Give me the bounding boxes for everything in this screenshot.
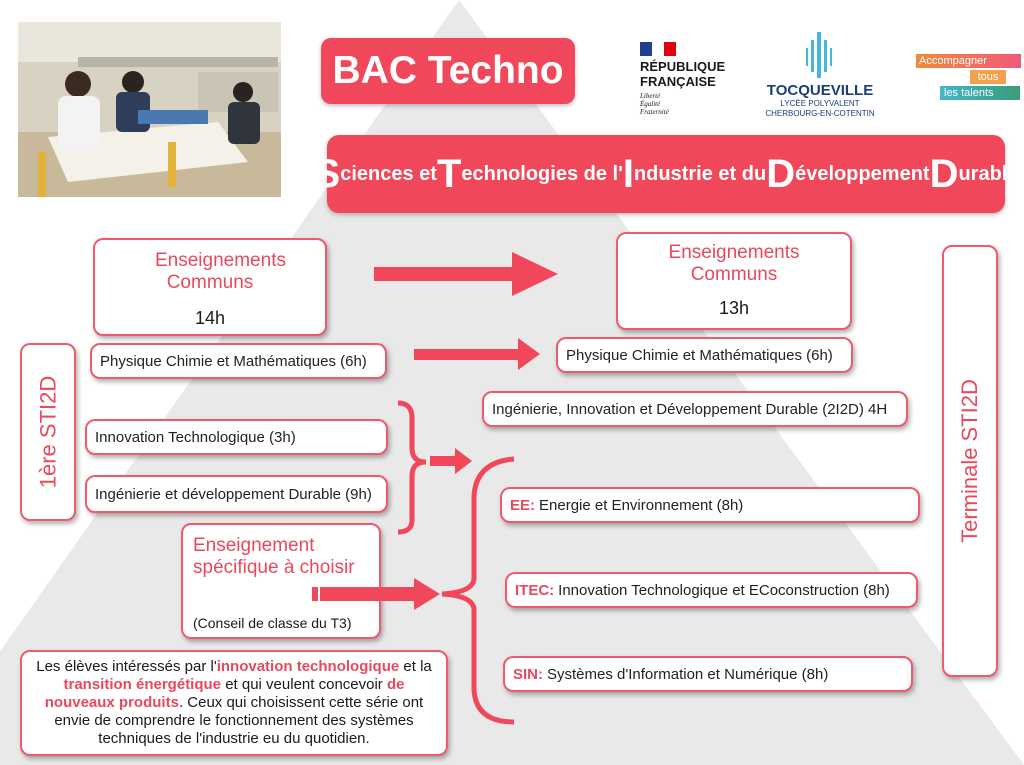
option-itec: ITEC:Innovation Technologique et ECocons… <box>505 572 918 608</box>
french-flag-icon <box>640 42 676 56</box>
tocqueville-emblem-icon <box>806 32 832 78</box>
specific-choice-box: Enseignement spécifique à choisir (Conse… <box>181 523 381 639</box>
left-common-box: Enseignements Communs 14h <box>93 238 327 336</box>
premiere-label: 1ère STI2D <box>20 343 76 521</box>
tocqueville-logo: TOCQUEVILLE LYCÉE POLYVALENT CHERBOURG-E… <box>760 32 880 127</box>
republique-francaise-logo: RÉPUBLIQUE FRANÇAISE Liberté Égalité Fra… <box>640 42 730 122</box>
page-title: BAC Techno <box>321 38 575 104</box>
classroom-photo <box>18 22 281 197</box>
left-innovation-box: Innovation Technologique (3h) <box>85 419 388 455</box>
right-physique-box: Physique Chimie et Mathématiques (6h) <box>556 337 853 373</box>
option-ee: EE:Energie et Environnement (8h) <box>500 487 920 523</box>
right-common-box: Enseignements Communs 13h <box>616 232 852 330</box>
description-box: Les élèves intéressés par l'innovation t… <box>20 650 448 756</box>
accompagner-logo: Accompagner tous les talents <box>912 54 1022 102</box>
terminale-label: Terminale STI2D <box>942 245 998 677</box>
left-physique-box: Physique Chimie et Mathématiques (6h) <box>90 343 387 379</box>
left-ingenierie-box: Ingénierie et développement Durable (9h) <box>85 475 388 513</box>
option-sin: SIN:Systèmes d'Information et Numérique … <box>503 656 913 692</box>
i2d-box: Ingénierie, Innovation et Développement … <box>482 391 908 427</box>
